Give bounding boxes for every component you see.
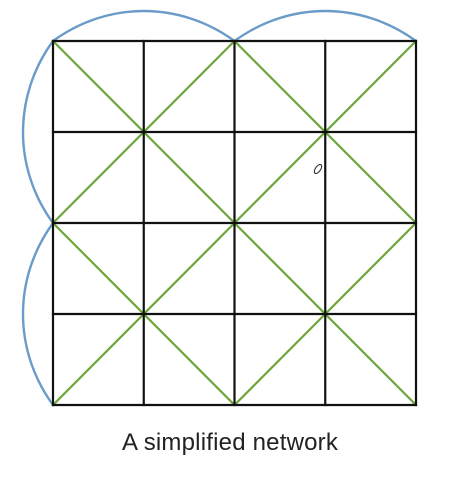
diagram-caption: A simplified network [121,429,339,456]
arcs-layer [21,9,418,407]
arc-top-left [51,9,236,43]
arc-left-lower [21,221,55,407]
pen-cursor-shape [313,163,323,175]
pen-cursor-icon [313,163,323,175]
grid-layer [51,39,418,407]
arc-top-right [233,9,418,43]
arc-left-upper [21,39,55,225]
